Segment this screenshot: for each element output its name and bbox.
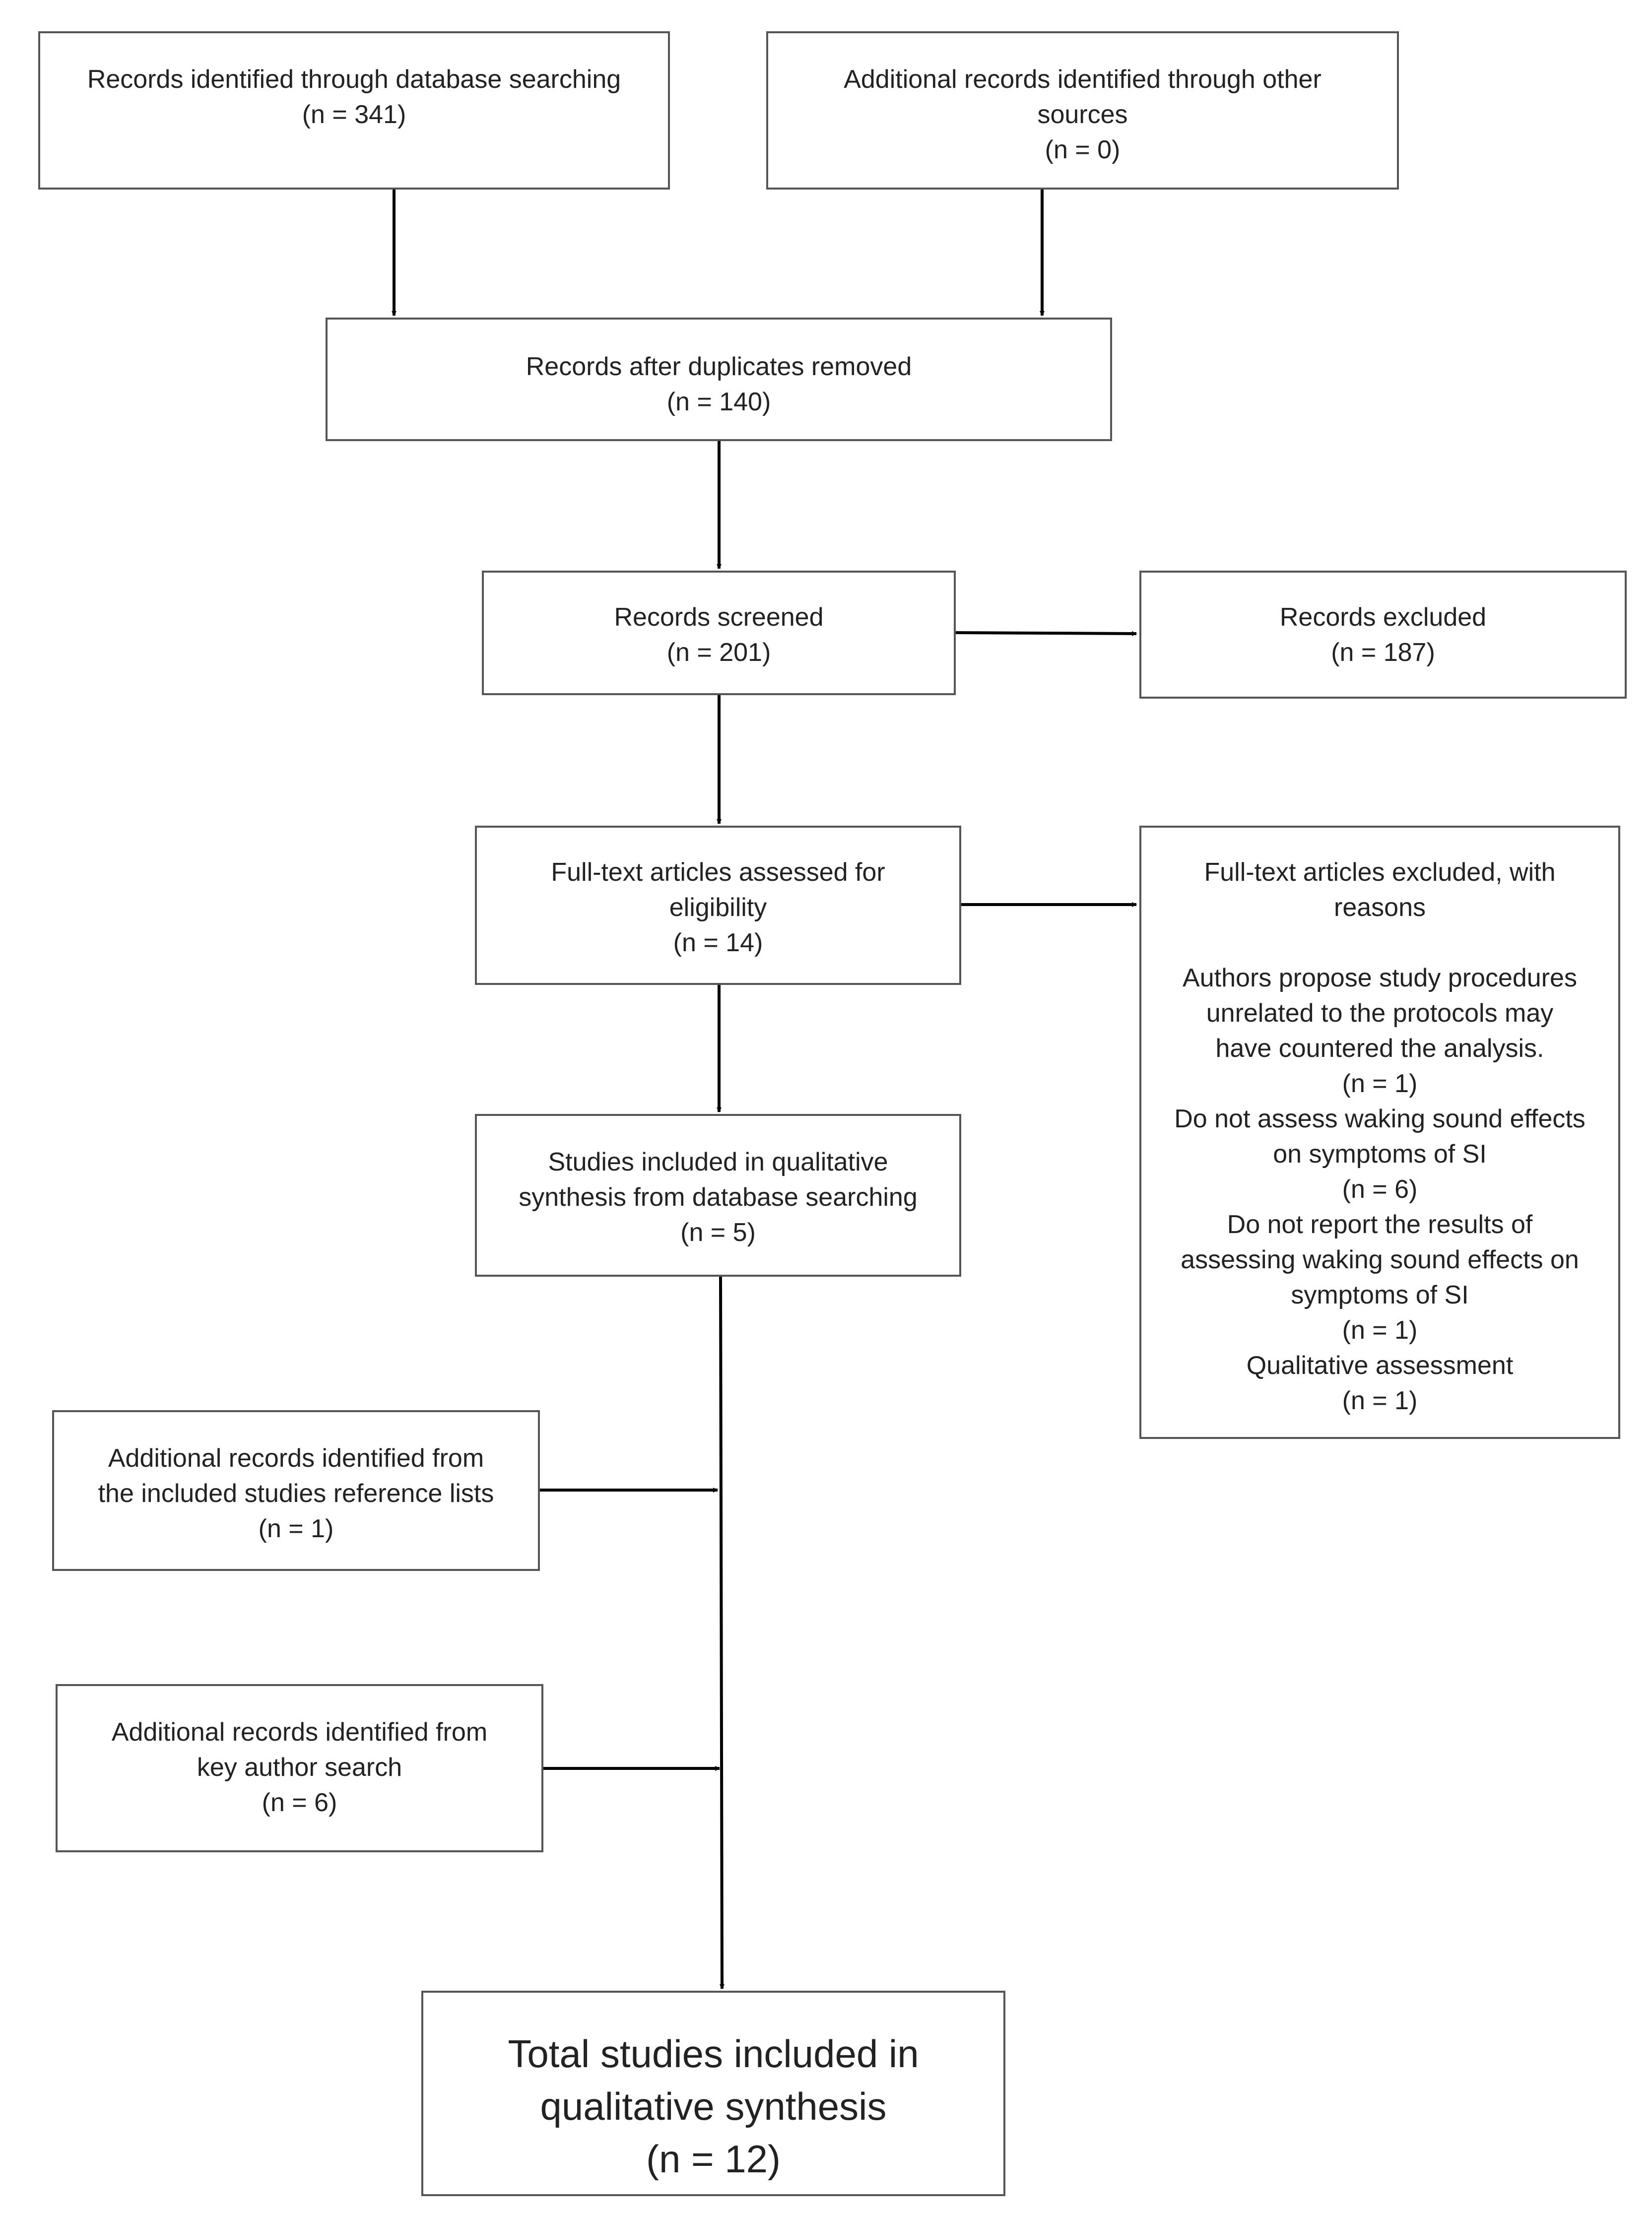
reason-2-line2: on symptoms of SI <box>1273 1140 1487 1169</box>
fulltext-box: Full-text articles assessed for eligibil… <box>475 826 961 985</box>
screened-count: (n = 201) <box>666 638 771 667</box>
included-db-box: Studies included in qualitative synthesi… <box>475 1114 961 1277</box>
reference-lists-box: Additional records identified from the i… <box>52 1410 540 1571</box>
key-author-title-line1: Additional records identified from <box>111 1718 488 1747</box>
reason-3-count: (n = 1) <box>1342 1316 1418 1345</box>
fulltext-excluded-title-line1: Full-text articles excluded, with <box>1204 858 1556 887</box>
screened-box: Records screened (n = 201) <box>482 571 956 695</box>
reference-lists-title-line2: the included studies reference lists <box>98 1479 494 1508</box>
screened-title: Records screened <box>614 603 824 632</box>
db-search-count: (n = 341) <box>302 100 406 129</box>
reference-lists-count: (n = 1) <box>258 1514 334 1543</box>
key-author-title-line2: key author search <box>197 1753 402 1782</box>
excluded-count: (n = 187) <box>1331 638 1435 667</box>
reason-2-count: (n = 6) <box>1342 1175 1418 1204</box>
included-db-title-line1: Studies included in qualitative <box>548 1148 888 1176</box>
reason-1-line2: unrelated to the protocols may <box>1206 999 1554 1028</box>
reason-4-line1: Qualitative assessment <box>1246 1351 1514 1380</box>
included-db-title-line2: synthesis from database searching <box>519 1183 918 1212</box>
fulltext-title-line1: Full-text articles assessed for <box>551 858 885 887</box>
other-sources-title-line1: Additional records identified through ot… <box>844 65 1322 94</box>
reason-3-line3: symptoms of SI <box>1291 1281 1469 1309</box>
reason-4-count: (n = 1) <box>1342 1386 1418 1415</box>
total-title-line2: qualitative synthesis <box>540 2084 887 2128</box>
reason-1-line1: Authors propose study procedures <box>1183 964 1577 992</box>
reason-1-line3: have countered the analysis. <box>1215 1034 1544 1063</box>
db-search-title: Records identified through database sear… <box>87 65 621 94</box>
included-db-count: (n = 5) <box>680 1218 756 1247</box>
duplicates-removed-box: Records after duplicates removed (n = 14… <box>326 318 1112 441</box>
duplicates-removed-count: (n = 140) <box>666 388 771 416</box>
reference-lists-title-line1: Additional records identified from <box>108 1444 484 1473</box>
excluded-title: Records excluded <box>1279 603 1487 632</box>
other-sources-box: Additional records identified through ot… <box>766 31 1399 190</box>
key-author-box: Additional records identified from key a… <box>56 1684 543 1852</box>
reason-3-line2: assessing waking sound effects on <box>1181 1245 1579 1274</box>
fulltext-excluded-title-line2: reasons <box>1334 893 1426 922</box>
fulltext-excluded-box: Full-text articles excluded, with reason… <box>1139 826 1620 1439</box>
arrow-included-to-total <box>719 1276 725 1989</box>
total-box: Total studies included in qualitative sy… <box>421 1991 1005 2196</box>
arrow-screened-to-excluded <box>955 631 1137 636</box>
reason-1-count: (n = 1) <box>1342 1069 1418 1098</box>
db-search-box: Records identified through database sear… <box>38 31 670 190</box>
key-author-count: (n = 6) <box>262 1788 337 1817</box>
total-count: (n = 12) <box>646 2137 781 2181</box>
other-sources-count: (n = 0) <box>1045 135 1121 164</box>
reason-3-line1: Do not report the results of <box>1227 1210 1533 1239</box>
duplicates-removed-title: Records after duplicates removed <box>526 352 912 381</box>
fulltext-count: (n = 14) <box>673 928 763 957</box>
reason-2-line1: Do not assess waking sound effects <box>1174 1105 1586 1133</box>
total-title-line1: Total studies included in <box>508 2032 919 2076</box>
other-sources-title-line2: sources <box>1037 100 1128 129</box>
excluded-box: Records excluded (n = 187) <box>1139 571 1627 699</box>
fulltext-title-line2: eligibility <box>669 893 767 922</box>
